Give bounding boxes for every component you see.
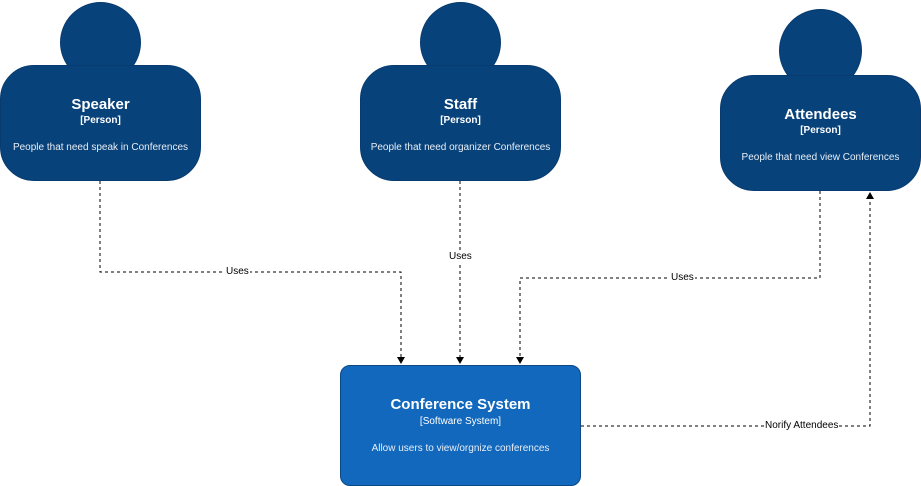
person-type: [Person] bbox=[800, 125, 841, 136]
software-system-conference[interactable]: Conference System [Software System] Allo… bbox=[340, 365, 581, 486]
edge-speaker-to-system[interactable] bbox=[99, 181, 405, 364]
person-type: [Person] bbox=[440, 115, 481, 126]
edge-label-attendees: Uses bbox=[670, 272, 695, 284]
system-name: Conference System bbox=[390, 396, 531, 413]
person-staff[interactable]: Staff [Person] People that need organize… bbox=[360, 65, 561, 181]
person-description: People that need view Conferences bbox=[741, 152, 900, 163]
person-attendees[interactable]: Attendees [Person] People that need view… bbox=[720, 75, 921, 191]
person-type: [Person] bbox=[80, 115, 121, 126]
edge-system-to-attendees[interactable] bbox=[581, 192, 874, 427]
system-type: [Software System] bbox=[419, 416, 502, 427]
person-description: People that need organizer Conferences bbox=[370, 142, 551, 153]
person-name: Attendees bbox=[784, 106, 857, 123]
edge-label-speaker: Uses bbox=[225, 266, 250, 278]
person-name: Speaker bbox=[71, 96, 130, 113]
edge-label-notify: Norify Attendees bbox=[764, 420, 840, 432]
person-name: Staff bbox=[443, 96, 478, 113]
person-description: People that need speak in Conferences bbox=[12, 142, 189, 153]
person-speaker[interactable]: Speaker [Person] People that need speak … bbox=[0, 65, 201, 181]
edge-label-staff: Uses bbox=[448, 251, 473, 263]
system-description: Allow users to view/orgnize conferences bbox=[371, 443, 550, 454]
